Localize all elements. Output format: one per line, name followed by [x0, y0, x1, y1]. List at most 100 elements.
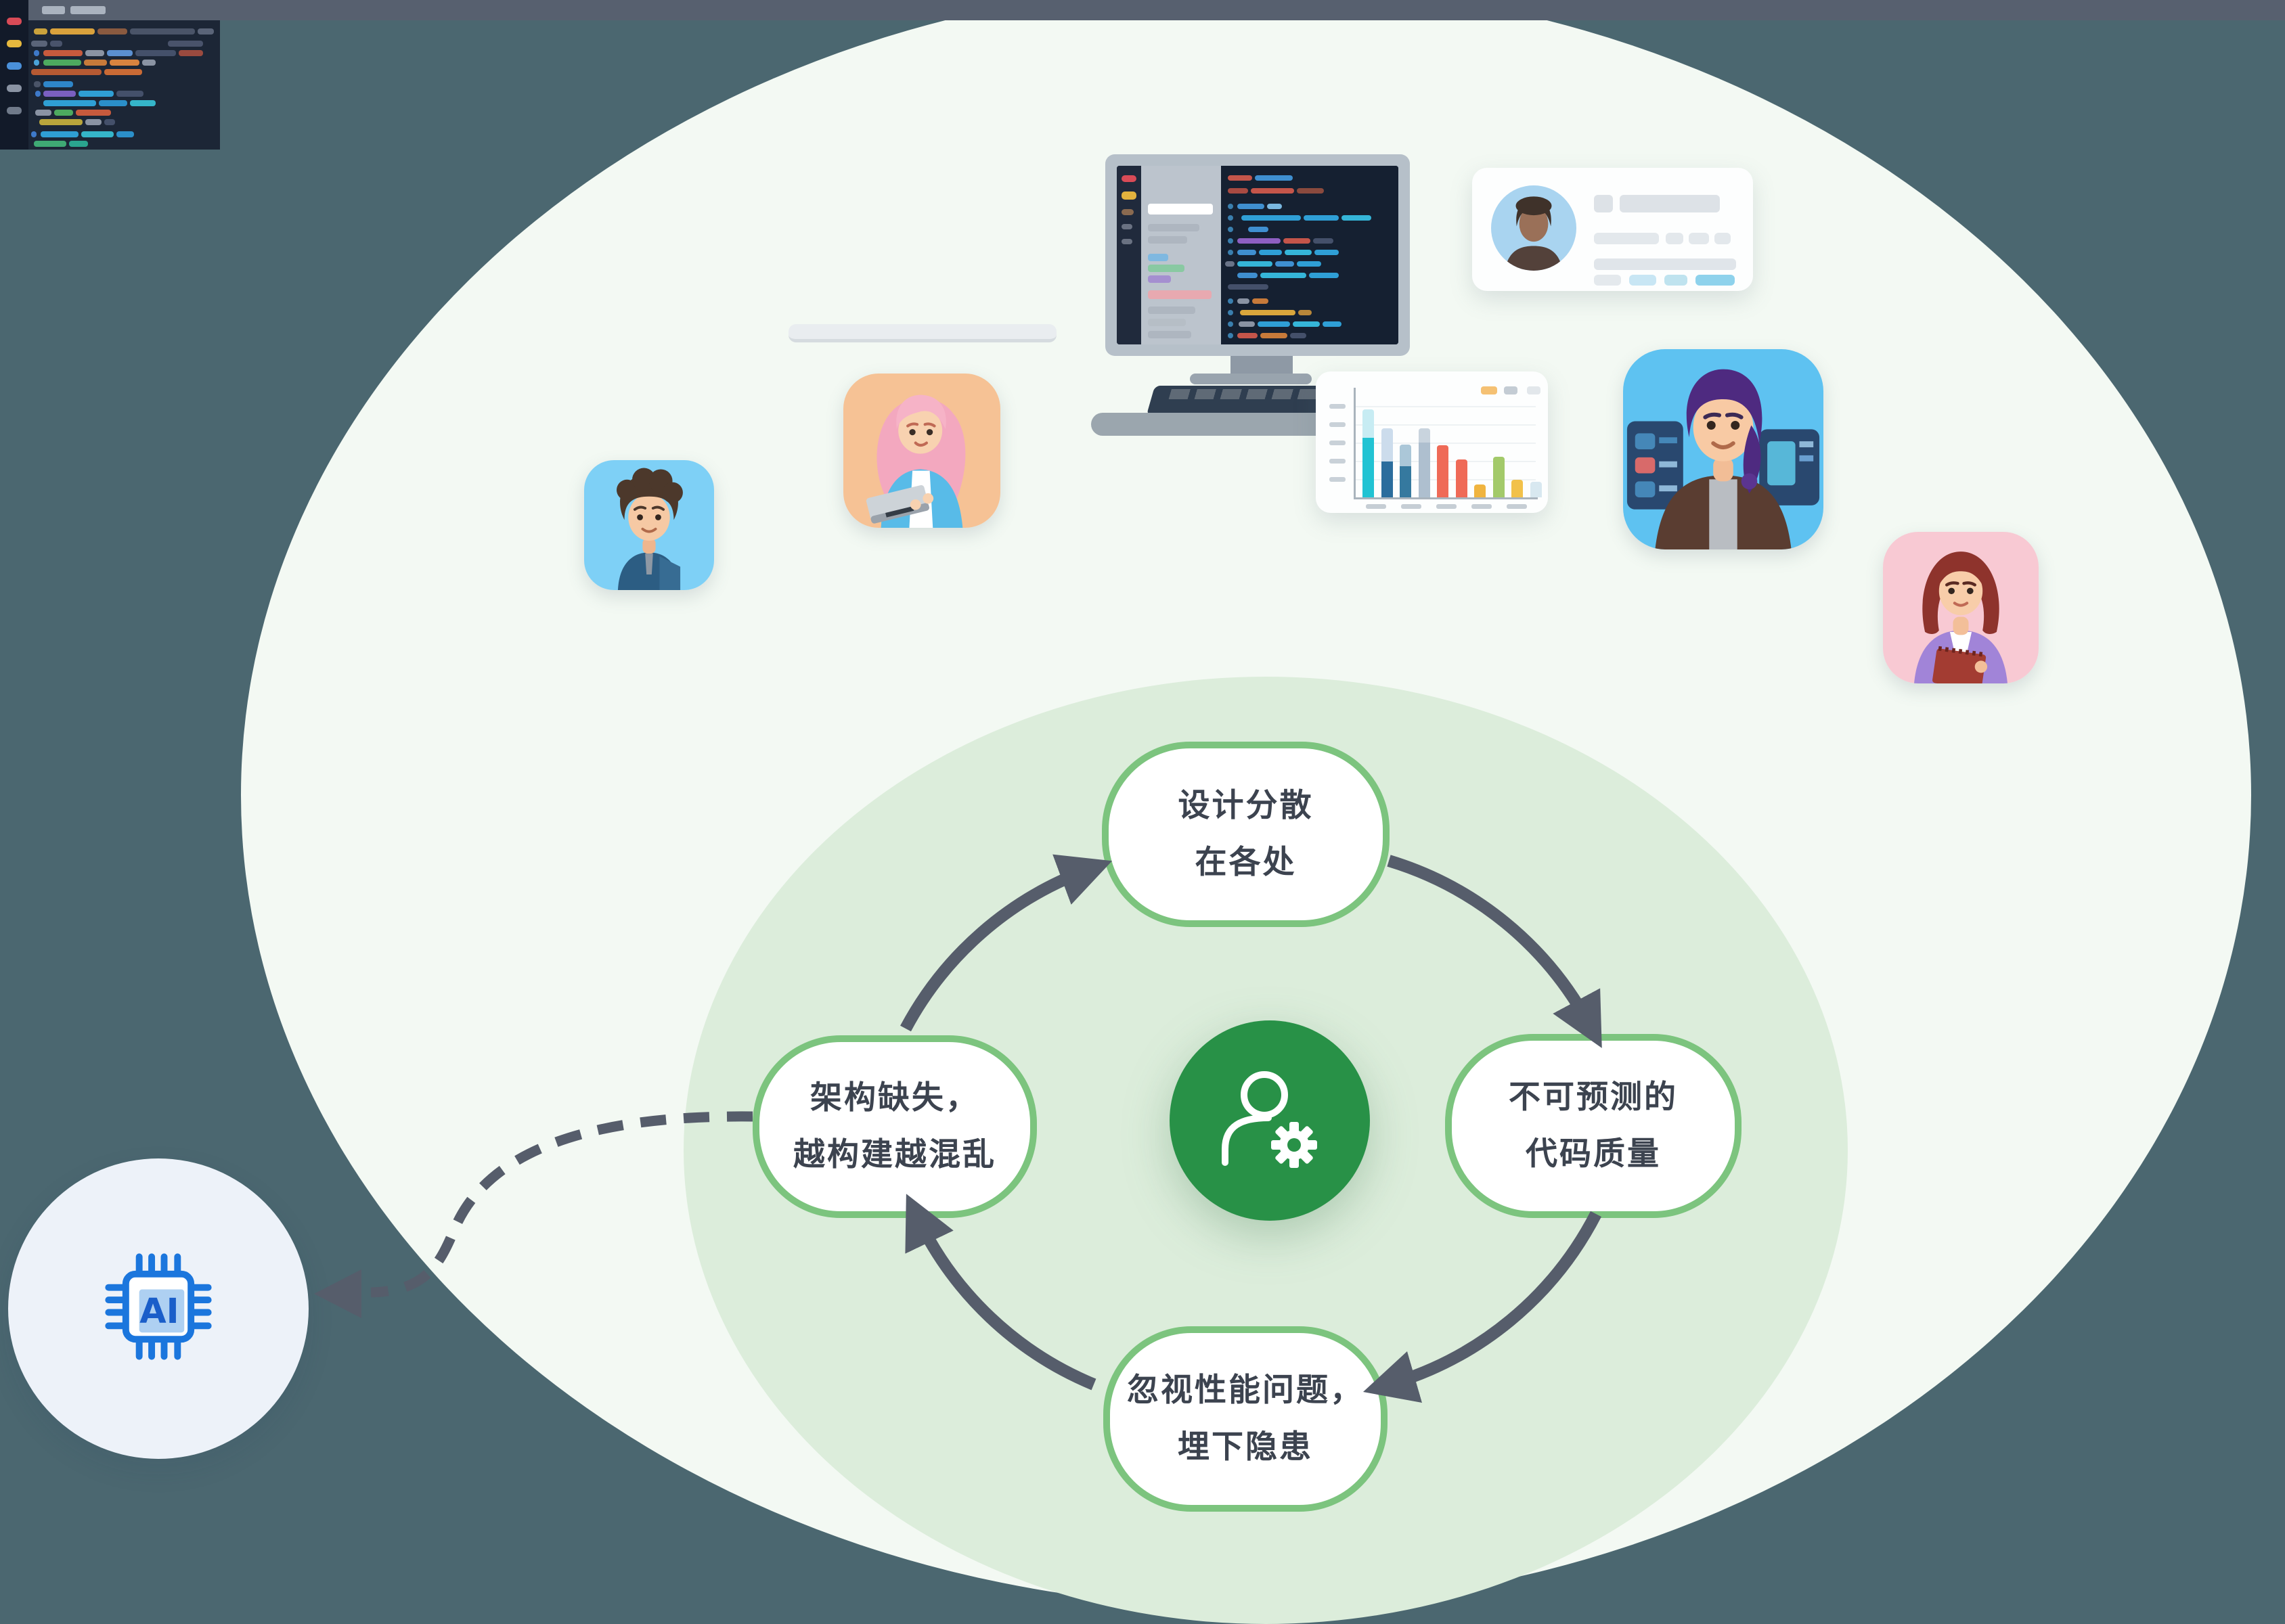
chart-x-axis [1354, 497, 1538, 499]
chart-plot [1316, 371, 1548, 513]
code-line-segment [1304, 215, 1339, 221]
code-line-segment [107, 50, 133, 56]
node-label-line: 越构建越混乱 [793, 1136, 996, 1173]
node-label-line: 不可预测的 [1509, 1078, 1678, 1116]
code-line-segment [69, 141, 88, 147]
legend-chip [1527, 386, 1540, 394]
code-line-segment [50, 41, 62, 47]
placeholder-bar [1620, 195, 1720, 212]
code-line-segment [1259, 250, 1282, 255]
cycle-node-missing-architecture: 架构缺失， 越构建越混乱 [753, 1035, 1037, 1218]
code-line-segment [130, 100, 156, 106]
code-line-segment [31, 69, 102, 75]
monitor-stand-foot [1190, 374, 1312, 384]
cycle-node-ignored-performance: 忽视性能问题， 埋下隐患 [1103, 1326, 1388, 1512]
code-line-segment [41, 131, 79, 137]
code-line-segment [1248, 227, 1268, 232]
panel-row [1148, 236, 1187, 244]
code-line-segment [1225, 261, 1235, 267]
placeholder-chip [1629, 275, 1656, 286]
code-line-segment [130, 28, 195, 35]
code-line-segment [1228, 227, 1233, 232]
placeholder-chip [1695, 275, 1735, 286]
placeholder-bar [1714, 233, 1731, 244]
panel-row [1148, 265, 1184, 272]
code-line-segment [1228, 284, 1268, 290]
code-line-segment [1260, 333, 1287, 338]
y-tick-label [1329, 441, 1346, 445]
code-line-segment [43, 91, 76, 97]
bar [1456, 459, 1467, 497]
bar-light-segment [1381, 428, 1393, 461]
monitor-stand-neck [1230, 356, 1293, 376]
y-tick-label [1329, 422, 1346, 427]
code-line-segment [1237, 238, 1281, 244]
panel-row [1148, 319, 1186, 326]
gridline [1356, 424, 1536, 426]
code-line-segment [1255, 175, 1293, 181]
bar [1511, 480, 1523, 497]
node-label-line: 忽视性能问题， [1127, 1371, 1364, 1409]
code-line-segment [1341, 215, 1371, 221]
bar [1474, 484, 1486, 497]
y-tick-label [1329, 404, 1346, 409]
cycle-node-unpredictable-quality: 不可预测的 代码质量 [1445, 1034, 1742, 1218]
x-tick-label [1436, 504, 1457, 509]
avatar-purple-hair-person [1623, 349, 1823, 549]
code-line-segment [179, 50, 203, 56]
code-line-segment [34, 141, 66, 147]
code-line-segment [1297, 261, 1321, 267]
panel-row [1148, 254, 1168, 261]
x-tick-label [1507, 504, 1527, 509]
code-line-segment [1228, 310, 1233, 315]
activity-chip [1122, 175, 1136, 182]
code-line-segment [43, 50, 83, 56]
code-line-segment [1323, 321, 1341, 327]
code-line-segment [142, 60, 156, 66]
code-line-segment [31, 131, 37, 137]
y-tick-label [1329, 477, 1346, 482]
sidebar-chip [7, 40, 22, 47]
code-line-segment [97, 28, 127, 35]
sidebar-chip [7, 18, 22, 25]
code-line-segment [198, 28, 214, 35]
code-line-segment [43, 100, 96, 106]
code-line-segment [43, 81, 73, 87]
code-line-segment [43, 60, 81, 66]
monitor-activity-bar [1117, 166, 1141, 344]
code-line-segment [34, 81, 41, 87]
bar [1437, 445, 1448, 497]
sidebar-chip [7, 85, 22, 92]
x-tick-label [1471, 504, 1492, 509]
code-line-segment [135, 50, 176, 56]
avatar-curly-hair-man [584, 460, 714, 590]
code-line-segment [1240, 310, 1295, 315]
code-line-segment [34, 50, 39, 56]
legend-chip [1504, 386, 1517, 394]
monitor-screen [1117, 166, 1398, 344]
y-tick-label [1329, 459, 1346, 464]
placeholder-bar [1666, 233, 1683, 244]
code-line-segment [1314, 250, 1339, 255]
code-line-segment [1251, 188, 1294, 194]
panel-row [1148, 275, 1171, 283]
person-gear-icon [1222, 1071, 1317, 1168]
dashboard-chart-card [1316, 371, 1548, 513]
code-line-segment [1228, 188, 1248, 194]
code-line-segment [84, 60, 107, 66]
sidebar-chip [7, 62, 22, 70]
placeholder-bar [1594, 233, 1659, 244]
code-line-segment [1239, 321, 1255, 327]
ai-chip-icon: AI [105, 1253, 212, 1360]
profile-card [1472, 168, 1753, 291]
x-tick-label [1401, 504, 1421, 509]
code-line-segment [1228, 238, 1233, 244]
node-label-line: 设计分散 [1178, 786, 1314, 824]
bar [1381, 461, 1393, 497]
code-line-segment [85, 50, 104, 56]
monitor-code-area [1221, 166, 1398, 344]
node-label-line: 代码质量 [1526, 1135, 1661, 1173]
code-line-segment [1252, 298, 1268, 304]
placeholder-bar [1594, 195, 1613, 212]
